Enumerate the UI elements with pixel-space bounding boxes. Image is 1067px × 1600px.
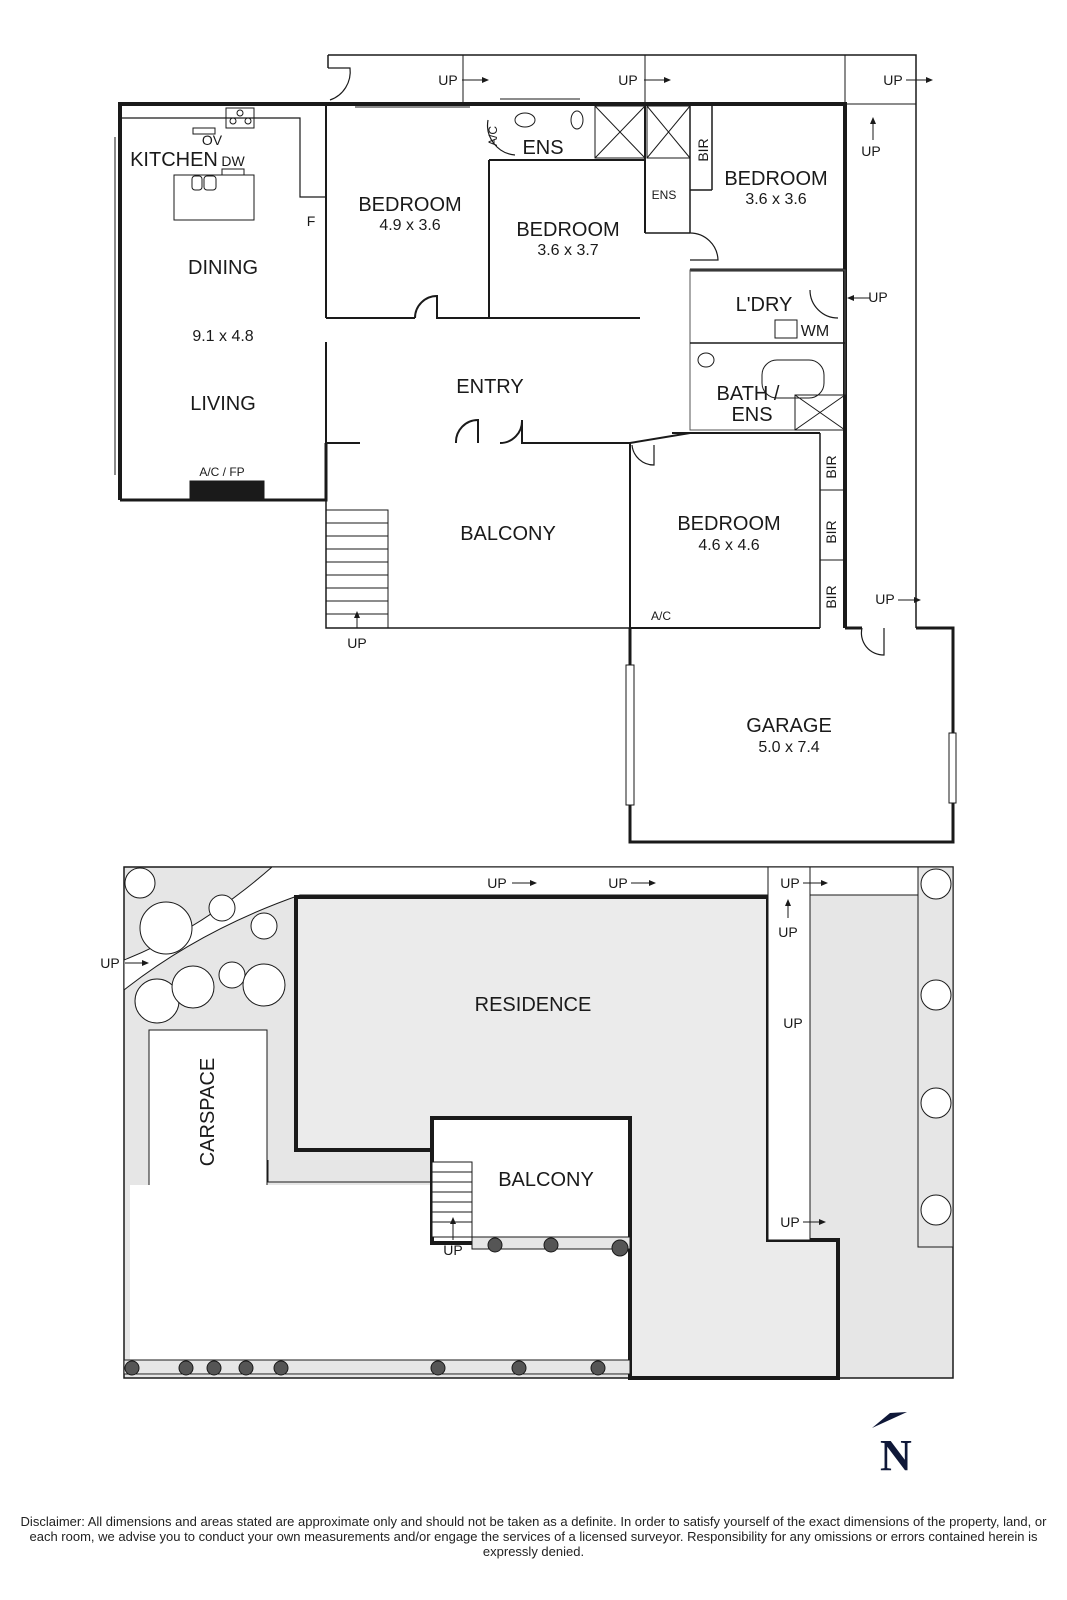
garage-label: GARAGE [746,715,832,737]
bedroom-2-label: BEDROOM [516,219,619,241]
site-plan-labels: RESIDENCE BALCONY CARSPACE UP UP UP UP U… [100,875,802,1258]
bedroom-4-dimension: 4.6 x 4.6 [698,537,759,554]
bedroom-1-label: BEDROOM [358,194,461,216]
site-up-label-7: UP [780,1214,799,1230]
bedroom-1-dimension: 4.9 x 3.6 [379,217,440,234]
bedroom-3-dimension: 3.6 x 3.6 [745,191,806,208]
bedroom-2-dimension: 3.6 x 3.7 [537,242,598,259]
entry-label: ENTRY [456,376,523,398]
oven-label: OV [202,132,223,148]
up-label-5: UP [868,289,887,305]
washing-machine-label: WM [801,323,829,340]
bath-ens-label: ENS [731,404,772,426]
up-label-3: UP [883,72,902,88]
compass-north-label: N [880,1431,912,1480]
site-up-label-4: UP [778,924,797,940]
ac-label-2: A/C [651,609,671,623]
ac-label-1: A/C [486,126,500,146]
site-up-label-1: UP [487,875,506,891]
fridge-label: F [307,213,316,229]
ac-fp-label: A/C / FP [199,465,244,479]
laundry-label: L'DRY [736,294,793,316]
garage-dimension: 5.0 x 7.4 [758,739,819,756]
bir-label-4: BIR [823,585,839,608]
upper-floor-plan [114,54,957,844]
kitchen-label: KITCHEN [130,149,218,171]
site-plan [123,866,954,1380]
bath-label: BATH / [717,383,780,405]
ensuite-2-label: ENS [652,188,677,202]
disclaimer-text: Disclaimer: All dimensions and areas sta… [20,1514,1047,1559]
site-up-label-8: UP [443,1242,462,1258]
bir-label-2: BIR [823,455,839,478]
site-balcony-label: BALCONY [498,1169,594,1191]
bir-label-1: BIR [695,138,711,161]
stairs-up-label: UP [347,635,366,651]
site-up-label-2: UP [608,875,627,891]
site-up-label-5: UP [100,955,119,971]
bir-label-3: BIR [823,520,839,543]
up-label-1: UP [438,72,457,88]
living-dimension: 9.1 x 4.8 [192,328,253,345]
site-up-label-3: UP [780,875,799,891]
up-label-4: UP [861,143,880,159]
living-label: LIVING [190,393,256,415]
site-up-label-6: UP [783,1015,802,1031]
up-label-2: UP [618,72,637,88]
upper-floor-labels: OV KITCHEN DW F DINING 9.1 x 4.8 LIVING … [130,72,903,756]
balcony-label: BALCONY [460,523,556,545]
north-arrow-icon [872,1412,907,1428]
up-label-6: UP [875,591,894,607]
bedroom-4-label: BEDROOM [677,513,780,535]
ensuite-1-label: ENS [522,137,563,159]
dining-label: DINING [188,257,258,279]
dishwasher-label: DW [221,153,245,169]
residence-label: RESIDENCE [475,994,592,1016]
bedroom-3-label: BEDROOM [724,168,827,190]
carspace-label: CARSPACE [197,1058,219,1167]
